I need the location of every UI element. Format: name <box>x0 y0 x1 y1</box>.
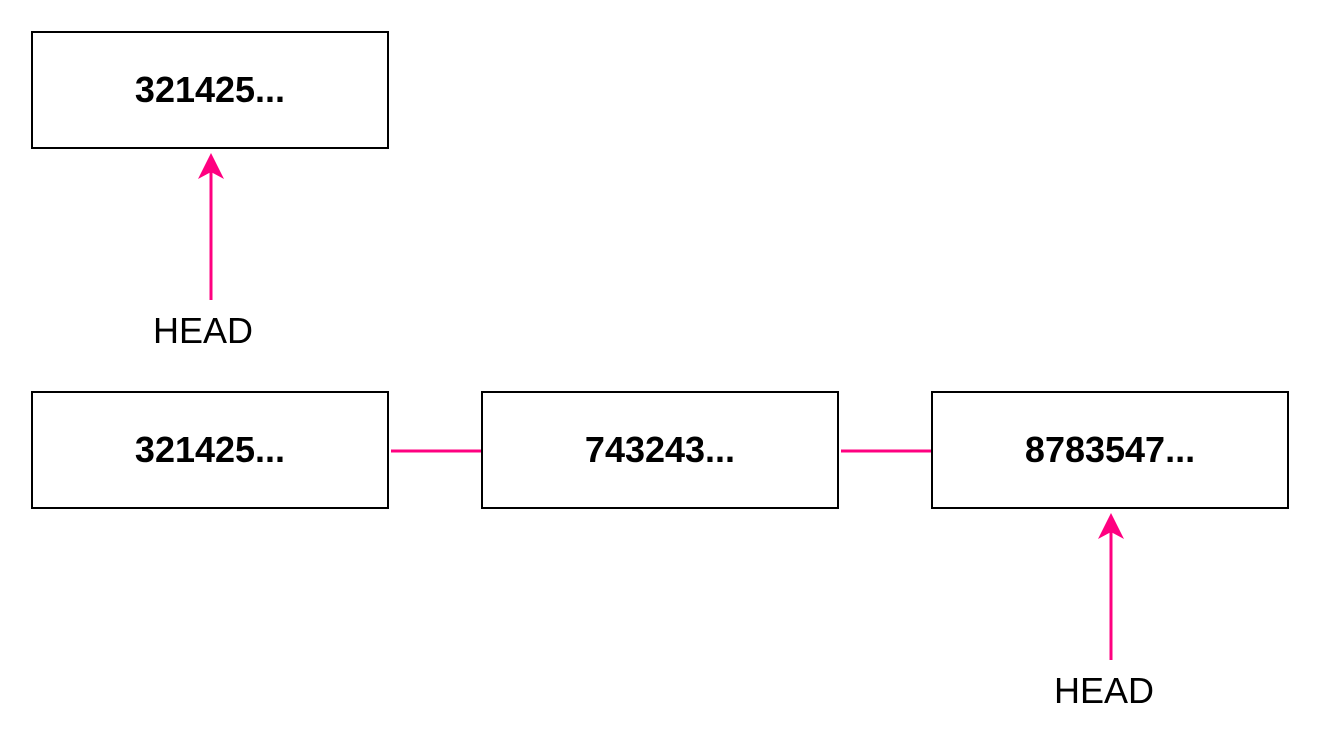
commit-hash-label: 321425... <box>134 69 286 110</box>
commit-node-2[interactable]: 743243... <box>481 391 839 509</box>
head-label-bottom: HEAD <box>1054 670 1155 711</box>
commit-hash-label: 743243... <box>584 429 736 470</box>
head-pointer-arrow-bottom <box>1098 513 1124 660</box>
commit-node-1[interactable]: 321425... <box>31 391 389 509</box>
commit-hash-label: 321425... <box>134 429 286 470</box>
commit-node-detached[interactable]: 321425... <box>31 31 389 149</box>
commit-node-3[interactable]: 8783547... <box>931 391 1289 509</box>
head-pointer-arrow-top <box>198 153 224 300</box>
commit-hash-label: 8783547... <box>1024 429 1196 470</box>
head-label-top: HEAD <box>153 310 254 351</box>
